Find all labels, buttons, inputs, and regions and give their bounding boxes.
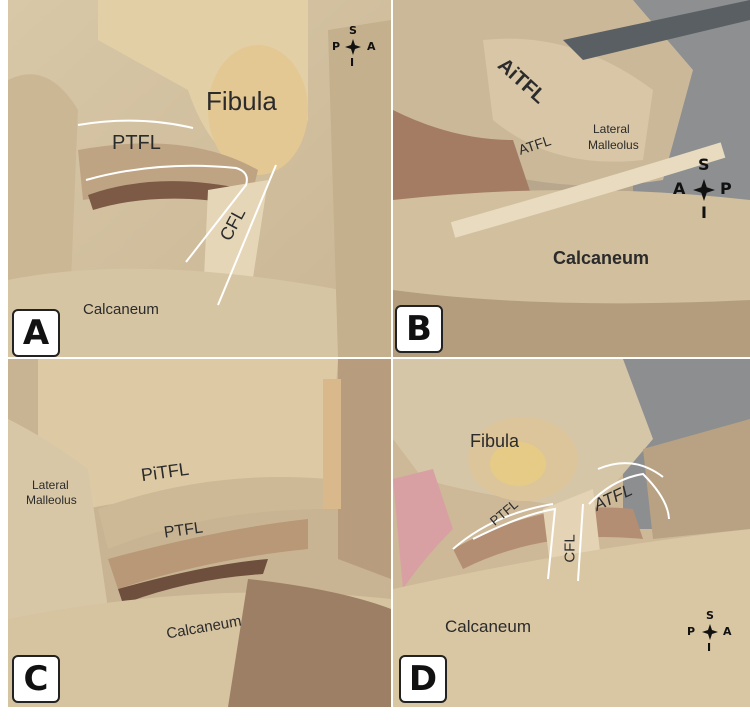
- orientation-compass: S A P I: [673, 155, 733, 222]
- compass-inferior: I: [350, 56, 355, 69]
- panel-c-letter: C: [12, 655, 60, 703]
- compass-left: P: [687, 625, 696, 638]
- calcaneum-label: Calcaneum: [83, 301, 159, 318]
- lateral-malleolus-label-line1: Lateral: [593, 122, 630, 136]
- calcaneum-label: Calcaneum: [445, 617, 531, 636]
- panel-d-letter: D: [399, 655, 447, 703]
- ptfl-label: PTFL: [112, 132, 161, 154]
- compass-star-icon: [693, 179, 715, 201]
- compass-star-icon: [345, 39, 361, 55]
- compass-right: P: [720, 179, 732, 198]
- panel-c: Lateral Malleolus PiTFL PTFL Calcaneum C: [8, 359, 391, 707]
- compass-left: P: [332, 40, 341, 53]
- compass-superior: S: [349, 24, 357, 37]
- panel-b-letter: B: [395, 305, 443, 353]
- compass-star-icon: [702, 624, 718, 640]
- panel-a-photo: [8, 0, 391, 357]
- calcaneum-label: Calcaneum: [553, 248, 650, 268]
- compass-left: A: [673, 179, 686, 198]
- compass-inferior: I: [707, 641, 712, 654]
- fibula-label: Fibula: [470, 431, 520, 451]
- panel-a: Fibula PTFL CFL Calcaneum S P A I A: [8, 0, 391, 357]
- compass-right: A: [367, 40, 376, 53]
- compass-right: A: [723, 625, 732, 638]
- cfl-label: CFL: [561, 534, 579, 563]
- panel-d-photo: [393, 359, 750, 707]
- panel-b: AiTFL ATFL Lateral Malleolus Calcaneum S…: [393, 0, 750, 357]
- compass-superior: S: [698, 155, 710, 174]
- compass-superior: S: [706, 609, 714, 622]
- panel-c-photo: [8, 359, 391, 707]
- lateral-malleolus-label-line1: Lateral: [32, 478, 69, 492]
- panel-a-letter: A: [12, 309, 60, 357]
- fibula-label: Fibula: [206, 86, 277, 116]
- lateral-malleolus-label-line2: Malleolus: [26, 493, 77, 507]
- orientation-compass: S P A I: [687, 609, 733, 655]
- panel-b-photo: [393, 0, 750, 357]
- lateral-malleolus-label-line2: Malleolus: [588, 138, 639, 152]
- orientation-compass: S P A I: [330, 24, 376, 70]
- panel-d: Fibula PTFL CFL ATFL Calcaneum S P A I D: [393, 359, 750, 707]
- compass-inferior: I: [701, 203, 707, 222]
